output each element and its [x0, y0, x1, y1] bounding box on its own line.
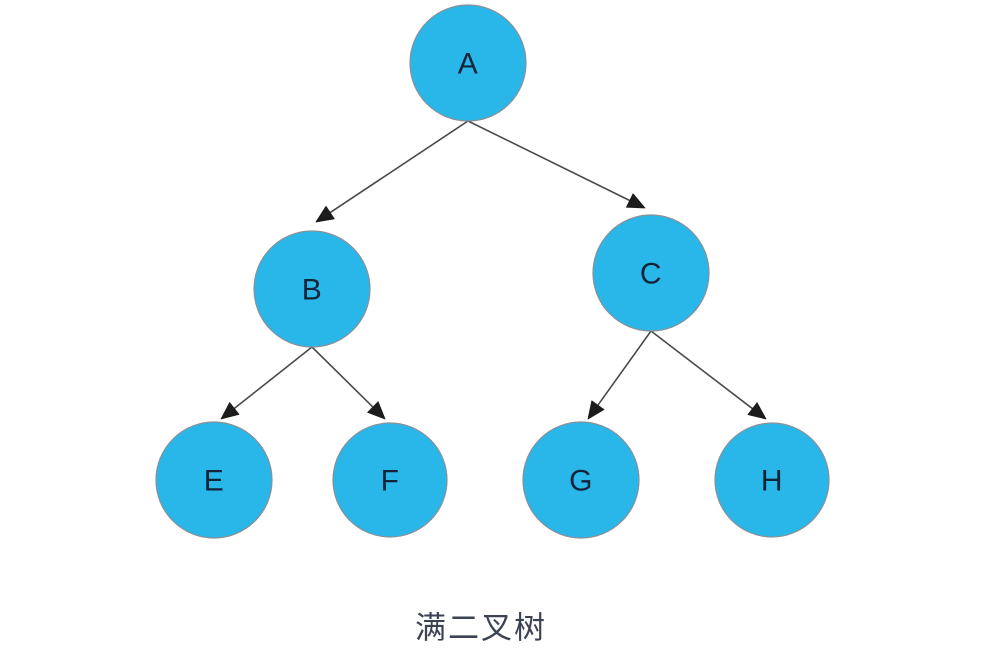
tree-node-f[interactable]: F	[332, 422, 448, 538]
edge-line-b-e	[230, 346, 313, 413]
edge-line-c-g	[594, 330, 652, 410]
node-circle-f[interactable]	[332, 422, 448, 538]
edges-layer	[220, 120, 767, 420]
node-circle-g[interactable]	[522, 421, 640, 539]
node-circle-a[interactable]	[409, 4, 527, 122]
arrowhead-a-b	[315, 205, 335, 223]
edge-line-c-h	[650, 330, 757, 413]
arrowhead-a-c	[626, 193, 646, 209]
edge-a-to-c	[467, 120, 646, 209]
tree-node-b[interactable]: B	[253, 230, 371, 348]
node-label-f: F	[381, 465, 400, 498]
node-label-c: C	[640, 258, 662, 291]
node-label-g: G	[569, 465, 593, 498]
tree-node-e[interactable]: E	[155, 421, 273, 539]
edge-a-to-b	[315, 120, 469, 223]
arrowhead-b-f	[367, 401, 386, 420]
edge-b-to-e	[220, 346, 313, 420]
edge-line-a-b	[325, 120, 469, 216]
node-circle-e[interactable]	[155, 421, 273, 539]
nodes-layer: A B C E F G H	[155, 4, 830, 539]
tree-node-a[interactable]: A	[409, 4, 527, 122]
edge-line-a-c	[467, 120, 635, 204]
arrowhead-c-h	[747, 402, 767, 420]
node-circle-c[interactable]	[592, 214, 710, 332]
diagram-caption: 满二叉树	[415, 611, 547, 646]
edge-b-to-f	[311, 346, 386, 420]
edge-line-b-f	[311, 346, 377, 411]
node-circle-b[interactable]	[253, 230, 371, 348]
arrowhead-c-g	[587, 400, 605, 420]
tree-node-h[interactable]: H	[714, 422, 830, 538]
arrowhead-b-e	[220, 402, 240, 420]
edge-c-to-h	[650, 330, 767, 420]
edge-c-to-g	[587, 330, 652, 420]
tree-node-c[interactable]: C	[592, 214, 710, 332]
node-label-b: B	[302, 274, 323, 307]
node-label-h: H	[761, 465, 783, 498]
node-label-e: E	[204, 465, 225, 498]
node-circle-h[interactable]	[714, 422, 830, 538]
node-label-a: A	[458, 48, 479, 81]
tree-node-g[interactable]: G	[522, 421, 640, 539]
